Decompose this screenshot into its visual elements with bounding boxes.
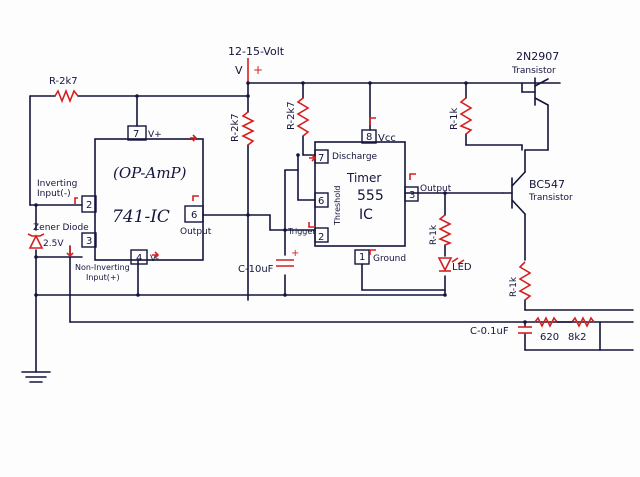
opamp-pin2: 2 [86, 200, 92, 211]
r-8k2-label: 8k2 [568, 332, 587, 343]
resistor-bottom-1k [518, 261, 532, 301]
timer-threshold: Threshold [333, 186, 342, 226]
timer-ic: IC [359, 207, 373, 223]
timer-pin3: 3 [409, 190, 415, 201]
opamp-pin4: 4 [136, 253, 142, 264]
timer-555: 8 Vcc 7 Discharge 6 Threshold 2 Trigger … [287, 117, 452, 265]
resistor-620 [534, 316, 558, 328]
resistor-labels: R-2k7 R-2k7 R-2k7 R-1k R-1k R-1k 620 8k2 [49, 76, 587, 343]
resistor-vertical-1k-right [459, 97, 473, 135]
opamp-pin7: 7 [133, 129, 139, 140]
r-top-left-label: R-2k7 [49, 76, 78, 87]
capacitor-plus: + [291, 248, 299, 259]
timer-ground: Ground [373, 254, 406, 264]
capacitor-01uf: C-0.1uF [470, 326, 532, 337]
capacitor-10uf-label: C-10uF [238, 264, 274, 275]
timer-trigger: Trigger [287, 227, 316, 236]
resistor-8k2 [571, 316, 595, 328]
led-label: LED [452, 262, 472, 273]
resistors [54, 88, 595, 328]
resistor-vertical-2k7-mid [296, 97, 310, 137]
led: LED [437, 257, 472, 273]
timer-pin7: 7 [318, 153, 324, 164]
r-620-label: 620 [540, 332, 559, 343]
opamp-noninverting-label: Non-Inverting [75, 263, 130, 272]
timer-discharge: Discharge [332, 152, 378, 162]
supply-v-label: V [235, 64, 243, 77]
opamp-noninverting-input-label: Input(+) [86, 273, 120, 282]
supply-plus: + [253, 63, 263, 77]
resistor-top-left [54, 88, 79, 104]
zener-voltage: 2.5V [43, 239, 64, 249]
timer-pin8: 8 [366, 132, 372, 143]
opamp-name: 741-IC [112, 207, 170, 227]
timer-pin2: 2 [318, 232, 324, 243]
opamp-output-label: Output [180, 227, 212, 237]
opamp-pin6: 6 [191, 210, 197, 221]
opamp-pin3: 3 [86, 236, 92, 247]
t1-name: 2N2907 [516, 50, 559, 63]
r-led-label: R-1k [429, 224, 439, 245]
timer-pin1: 1 [359, 252, 365, 263]
supply-label: 12-15-Volt [228, 45, 285, 58]
capacitor-10uf: + C-10uF [238, 248, 299, 275]
resistor-vertical-2k7-left [241, 111, 255, 146]
t2-type: Transistor [528, 193, 573, 203]
t2-name: BC547 [529, 178, 565, 191]
timer-title: Timer [346, 171, 381, 185]
r-2k7-mid-label: R-2k7 [286, 101, 297, 130]
opamp-vminus: V- [150, 254, 159, 264]
capacitor-01uf-label: C-0.1uF [470, 326, 509, 337]
power-supply: 12-15-Volt V + [228, 45, 285, 83]
timer-pin6: 6 [318, 196, 324, 207]
transistor-labels: 2N2907 Transistor BC547 Transistor [511, 50, 573, 203]
opamp-vplus: V+ [148, 130, 162, 140]
zener-label: Zener Diode [33, 223, 89, 233]
opamp-title: (OP-AmP) [113, 164, 187, 182]
opamp-inverting-label: Inverting [37, 179, 77, 189]
r-1k-right-label: R-1k [449, 107, 460, 130]
opamp-inverting-input-label: Input(-) [37, 189, 71, 199]
resistor-led-1k [438, 214, 453, 246]
wires [21, 77, 634, 383]
opamp-741: (OP-AmP) 741-IC 7 V+ 6 2 3 4 V- Output I… [37, 125, 212, 282]
zener-diode: Zener Diode 2.5V [27, 223, 89, 249]
timer-name: 555 [357, 188, 384, 204]
junction-dots [34, 81, 527, 324]
timer-vcc: Vcc [378, 133, 396, 144]
r-bottom-label: R-1k [509, 276, 519, 297]
timer-output: Output [420, 184, 452, 194]
t1-type: Transistor [511, 66, 556, 76]
r-2k7-left-label: R-2k7 [230, 113, 241, 142]
